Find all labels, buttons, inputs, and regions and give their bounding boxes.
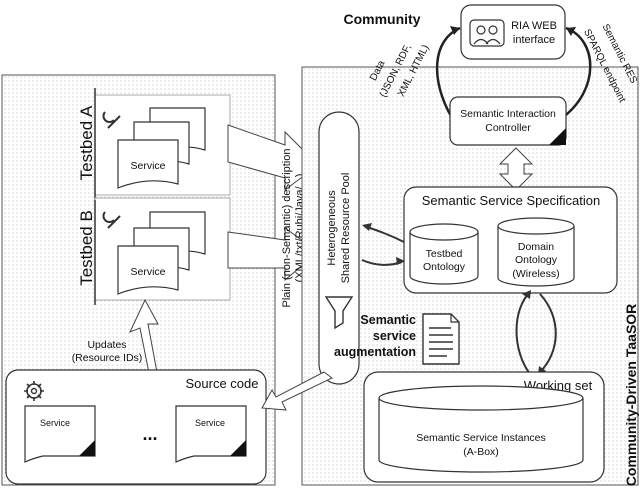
domain-ontology-label-2: Ontology [515, 254, 558, 266]
ria-label-1: RIA WEB [511, 20, 557, 32]
updates-arrow [129, 298, 159, 379]
source-service-doc-1: Service [24, 405, 96, 463]
wrench-icon [102, 211, 121, 229]
spec-title: Semantic Service Specification [422, 193, 600, 208]
controller-label-1: Semantic Interaction [460, 108, 556, 120]
funnel-icon [324, 296, 354, 330]
wrench-icon [102, 111, 121, 129]
semantic-service-instances-cylinder: Semantic Service Instances (A-Box) [378, 385, 584, 473]
testbed-a-group: Service Testbed A [77, 88, 231, 200]
updates-label-2: (Resource IDs) [72, 352, 143, 364]
shared-resource-pool: Heterogeneous Shared Resource Pool [318, 111, 360, 385]
service-label-a: Service [130, 160, 165, 172]
domain-ontology-label-3: (Wireless) [512, 268, 559, 280]
instances-label-2: (A-Box) [463, 446, 499, 458]
augmentation-cycle-arrows [515, 290, 557, 375]
gear-icon [24, 381, 44, 401]
testbed-a-label: Testbed A [77, 105, 96, 180]
pool-label-1: Heterogeneous [326, 190, 338, 266]
source-service-label-2: Service [195, 418, 225, 428]
plain-description-label-1: Plain (non-Semantic) description [281, 149, 293, 308]
domain-ontology-label-1: Domain [518, 241, 554, 253]
testbed-ontology-cylinder: Testbed Ontology [409, 223, 479, 285]
pool-label-2: Shared Resource Pool [340, 173, 352, 284]
service-label-b: Service [130, 266, 165, 278]
testbed-b-group: Service Testbed B [77, 197, 231, 305]
working-set-box: Working set Semantic Service Instances (… [363, 371, 605, 483]
testbed-ontology-label-1: Testbed [426, 248, 463, 260]
document-icon [422, 313, 460, 365]
semantic-service-specification-box: Semantic Service Specification Testbed O… [403, 186, 618, 294]
source-code-box: Source code Service ... Service [5, 369, 267, 485]
updates-label-1: Updates [87, 339, 126, 351]
augmentation-label-2: service [373, 329, 416, 343]
service-stack-a: Service [117, 107, 206, 189]
semantic-interaction-controller: Semantic Interaction Controller [449, 96, 567, 146]
testbed-ontology-label-2: Ontology [423, 261, 466, 273]
spec-to-pool-arrow [362, 223, 405, 243]
pool-to-spec-arrow [361, 257, 405, 266]
controller-label-2: Controller [485, 122, 531, 134]
pool-to-source-arrow [261, 371, 333, 411]
augmentation-label-3: augmentation [334, 345, 416, 359]
users-icon [469, 19, 505, 47]
source-service-label-1: Service [40, 418, 70, 428]
service-stack-b: Service [117, 211, 206, 295]
data-arrow [435, 26, 461, 119]
ellipsis: ... [142, 424, 157, 444]
sparql-arrow [561, 26, 592, 120]
panel-title: Community-Driven TaaSOR [623, 304, 639, 487]
ria-web-interface-box: RIA WEB interface [460, 4, 566, 60]
domain-ontology-cylinder: Domain Ontology (Wireless) [497, 217, 575, 287]
instances-label-1: Semantic Service Instances [416, 432, 546, 444]
ria-label-2: interface [513, 34, 555, 46]
augmentation-label-1: Semantic [360, 313, 416, 327]
testbed-b-label: Testbed B [77, 210, 96, 286]
source-service-doc-2: Service [175, 405, 247, 463]
source-code-title: Source code [186, 376, 259, 391]
community-title: Community [344, 11, 421, 27]
